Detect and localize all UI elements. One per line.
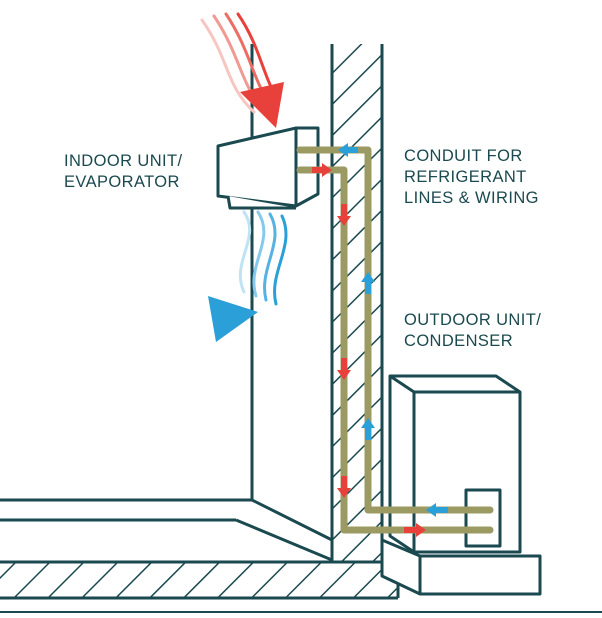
label-conduit-line-3: LINES & WIRING bbox=[404, 189, 539, 207]
label-indoor-unit-line-2: EVAPORATOR bbox=[64, 173, 180, 191]
cold-flow-arrow-icon bbox=[338, 143, 448, 517]
cool-air-arrow-icon bbox=[208, 210, 288, 342]
label-indoor-unit-line-1: INDOOR UNIT/ bbox=[64, 152, 183, 170]
label-outdoor-unit: OUTDOOR UNIT/ CONDENSER bbox=[404, 310, 541, 352]
outdoor-unit bbox=[380, 374, 542, 596]
hot-flow-arrow-icon bbox=[312, 163, 426, 537]
warm-air-arrow-icon bbox=[200, 12, 284, 128]
label-conduit-line-2: REFRIGERANT bbox=[404, 168, 527, 186]
exterior-wall bbox=[330, 44, 384, 562]
floor-front-diag bbox=[235, 518, 333, 562]
label-conduit: CONDUIT FOR REFRIGERANT LINES & WIRING bbox=[404, 146, 539, 209]
label-outdoor-unit-line-1: OUTDOOR UNIT/ bbox=[404, 311, 542, 329]
service-panel bbox=[464, 488, 502, 548]
floor-slab bbox=[0, 560, 400, 600]
label-outdoor-unit-line-2: CONDENSER bbox=[404, 332, 514, 350]
indoor-unit bbox=[216, 126, 320, 210]
floor-perspective-line bbox=[251, 498, 333, 542]
interior-room bbox=[0, 44, 333, 562]
label-indoor-unit: INDOOR UNIT/ EVAPORATOR bbox=[64, 151, 182, 193]
label-conduit-line-1: CONDUIT FOR bbox=[404, 147, 523, 165]
